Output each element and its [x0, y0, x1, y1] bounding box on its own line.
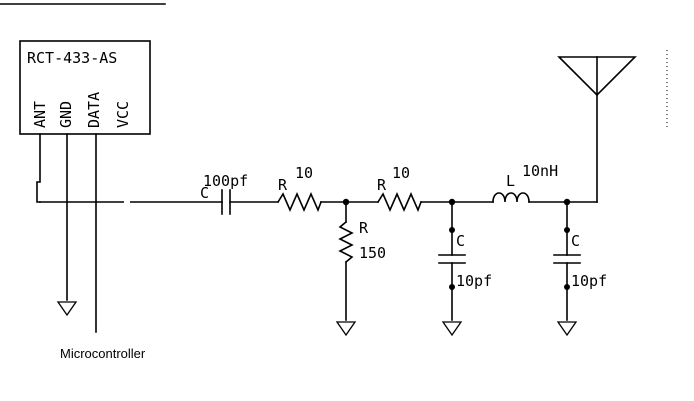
ground-symbol-module [56, 301, 78, 317]
cap-c1-terminal-dot [449, 227, 455, 233]
cap-c1-terminal-dot [449, 284, 455, 290]
inductor-l [492, 192, 530, 203]
pin-label-vcc: VCC [114, 101, 132, 128]
ant-wire [36, 133, 41, 203]
pin-label-data: DATA [85, 92, 103, 128]
cap-c1-value: 10pf [456, 272, 492, 290]
ground-symbol-c2 [556, 321, 578, 337]
resistor-r2 [376, 192, 423, 213]
cap-c2-ref: C [571, 232, 580, 250]
ground-symbol-r [335, 321, 357, 337]
resistor-r1-ref: R [278, 176, 288, 194]
cap-c2-value: 10pf [571, 272, 607, 290]
pin-label-gnd: GND [57, 101, 75, 128]
cap-c2-terminal-dot [564, 227, 570, 233]
pin-label-ant: ANT [31, 101, 49, 128]
cap-c2-terminal-dot [564, 284, 570, 290]
resistor-shunt-ref: R [359, 219, 369, 237]
resistor-r1-value: 10 [295, 164, 313, 182]
resistor-r2-value: 10 [392, 164, 410, 182]
module-box [19, 40, 151, 135]
module-name: RCT-433-AS [27, 49, 117, 67]
inductor-value: 10nH [522, 162, 558, 180]
resistor-r2-ref: R [377, 176, 387, 194]
coupling-cap-value: 100pf [203, 172, 248, 190]
resistor-r1 [276, 192, 323, 213]
cap-c1-ref: C [456, 232, 465, 250]
resistor-shunt-value: 150 [359, 244, 386, 262]
microcontroller-label: Microcontroller [60, 346, 146, 361]
ground-symbol-c1 [441, 321, 463, 337]
inductor-ref: L [506, 172, 515, 190]
coupling-cap-ref: C [200, 184, 209, 202]
resistor-shunt [338, 220, 354, 264]
